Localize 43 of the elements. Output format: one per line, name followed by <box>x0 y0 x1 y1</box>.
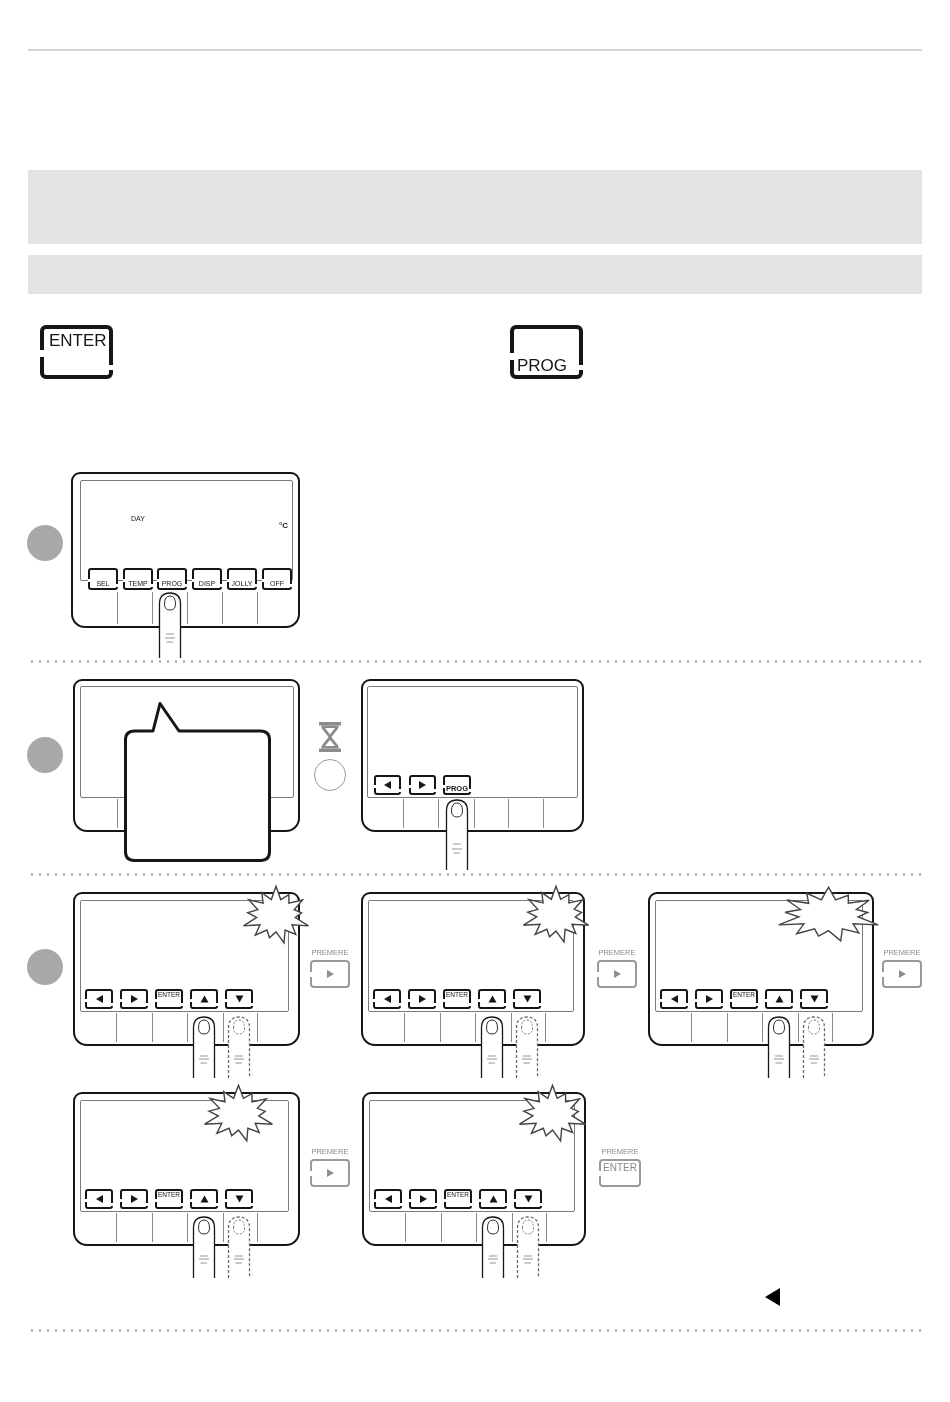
device-key <box>225 1189 253 1209</box>
key-symbol: PROG <box>510 325 583 379</box>
starburst <box>520 885 592 945</box>
device-key <box>660 989 688 1009</box>
device-key <box>478 989 506 1009</box>
device-key <box>514 1189 542 1209</box>
device-key <box>190 1189 218 1209</box>
device-key <box>85 989 113 1009</box>
device-key <box>409 775 436 795</box>
starburst <box>516 1084 589 1144</box>
thermostat-body <box>73 892 300 1046</box>
device-key <box>190 989 218 1009</box>
device-key <box>479 1189 507 1209</box>
step-circle <box>27 525 63 561</box>
heading-band <box>28 255 922 294</box>
device-key <box>225 989 253 1009</box>
thermostat-body <box>362 1092 586 1246</box>
device-key <box>800 989 828 1009</box>
step-circle <box>27 737 63 773</box>
heading-band <box>28 170 922 244</box>
device-key <box>85 1189 113 1209</box>
device-key <box>765 989 793 1009</box>
step-circle <box>27 949 63 985</box>
starburst <box>201 1084 276 1144</box>
thermostat-body <box>361 892 585 1046</box>
thermostat-body <box>361 679 584 832</box>
device-key <box>695 989 723 1009</box>
device-key <box>120 1189 148 1209</box>
press-key-symbol: ENTER <box>599 1158 641 1187</box>
key-symbol: ENTER <box>40 325 113 379</box>
device-key <box>409 1189 437 1209</box>
thermostat-body <box>73 1092 300 1246</box>
thermostat-body <box>71 472 300 628</box>
display-text: °C <box>279 522 288 530</box>
device-key <box>374 775 401 795</box>
device-key <box>374 1189 402 1209</box>
speech-bubble <box>124 702 271 862</box>
device-key <box>513 989 541 1009</box>
starburst <box>240 885 312 946</box>
device-key <box>373 989 401 1009</box>
device-key <box>408 989 436 1009</box>
device-key <box>120 989 148 1009</box>
timer-circle <box>314 759 346 791</box>
